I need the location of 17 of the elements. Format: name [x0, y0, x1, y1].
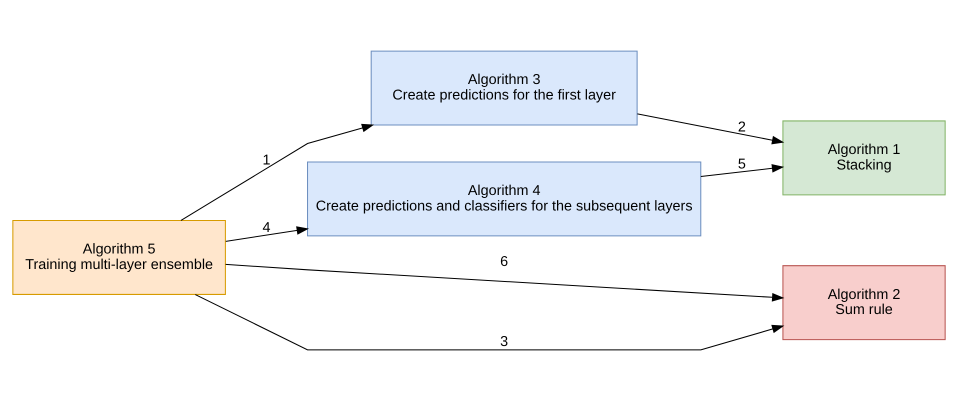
node-box: Algorithm 1 Stacking [782, 120, 946, 196]
node-box: Algorithm 5 Training multi-layer ensemble [12, 220, 226, 295]
edge-label: 3 [500, 334, 508, 350]
arrow [226, 264, 784, 302]
arrow [180, 124, 374, 221]
edge-label: 6 [500, 254, 508, 270]
node-box: Algorithm 4 Create predictions and classifiers for the subsequent layers [307, 161, 702, 236]
node-box: Algorithm 3 Create predictions for the first layer [370, 50, 638, 126]
edge-label: 5 [738, 156, 746, 172]
edge-label: 1 [262, 152, 270, 168]
edge-label: 2 [738, 119, 746, 136]
arrow [700, 164, 784, 178]
edge-label: 4 [262, 220, 270, 236]
arrow [195, 294, 784, 350]
node-box: Algorithm 2 Sum rule [782, 265, 946, 340]
arrow [226, 226, 309, 242]
arrow [637, 113, 784, 144]
